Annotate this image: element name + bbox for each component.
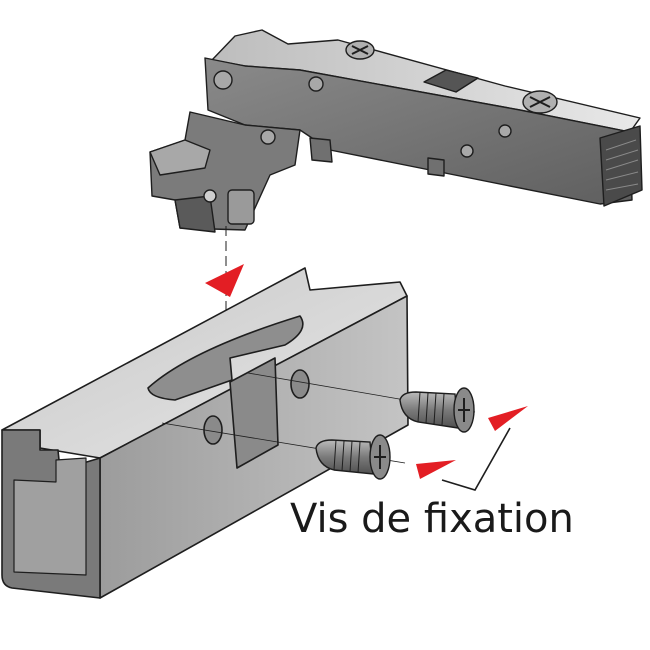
screw-bottom-arrow-icon bbox=[416, 460, 456, 479]
aluminium-profile bbox=[1, 267, 409, 599]
screw-bottom bbox=[315, 434, 391, 480]
screw-label: Vis de fixation bbox=[290, 496, 574, 542]
screw-top-arrow-icon bbox=[488, 406, 528, 431]
label-leader-line bbox=[441, 427, 511, 491]
hinge bbox=[149, 29, 643, 233]
insert-arrow-icon bbox=[205, 264, 244, 297]
screw-top bbox=[399, 387, 475, 433]
